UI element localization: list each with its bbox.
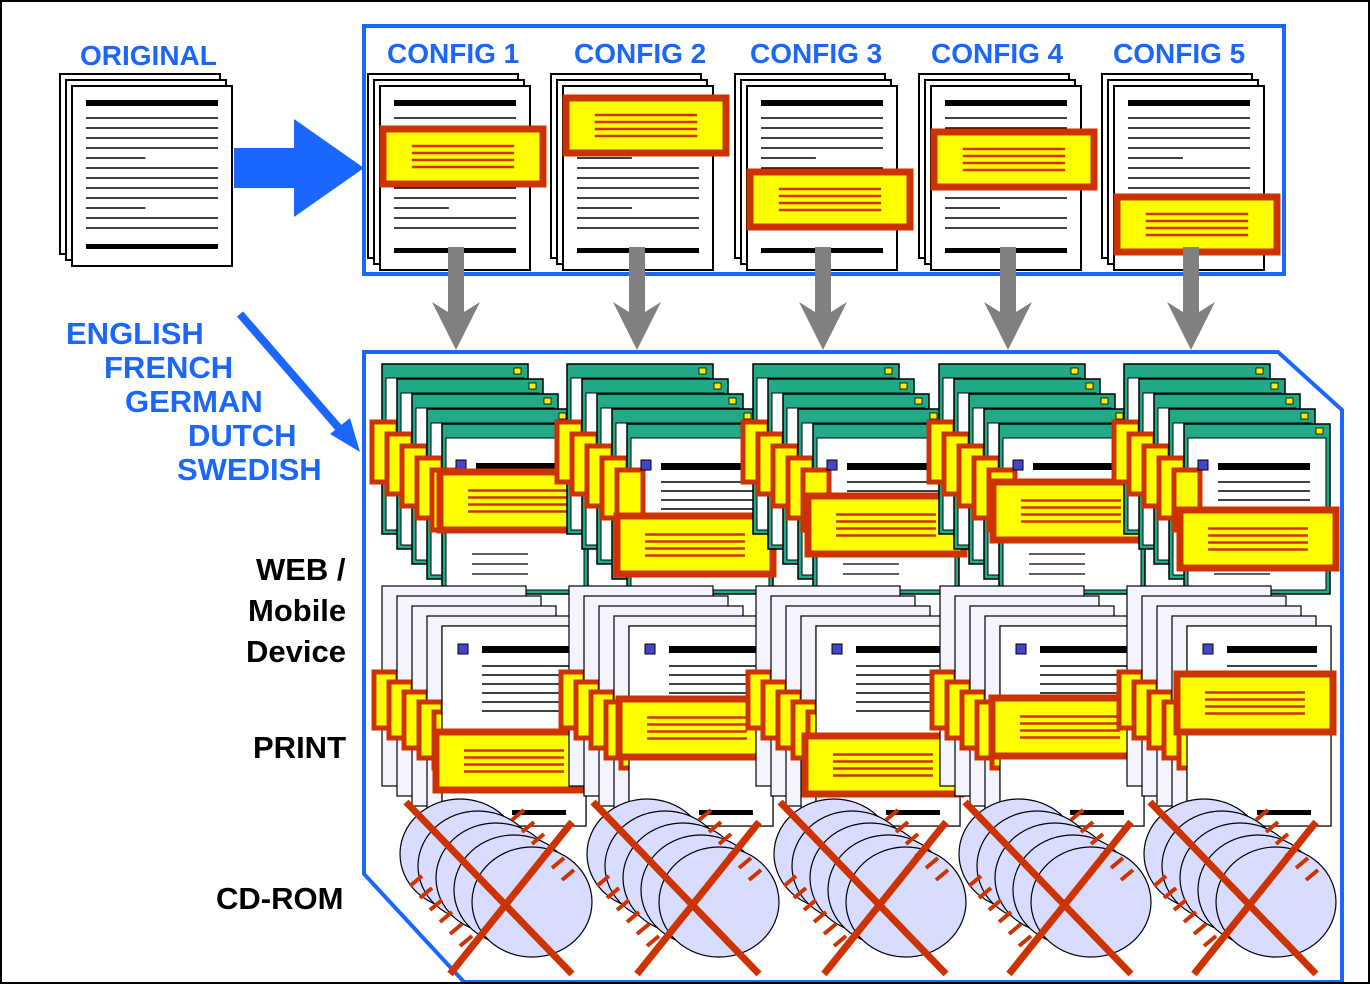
cdrom-stack-2 (586, 798, 780, 977)
config-5-down-arrow (1167, 247, 1215, 350)
config-2-document (550, 73, 730, 271)
cross-out-icon (403, 799, 575, 977)
output-web-line2: Mobile (248, 593, 347, 628)
print-stack-5 (1116, 585, 1337, 827)
cdrom-stack-4 (958, 798, 1152, 977)
language-german: GERMAN (125, 384, 263, 419)
print-stack-2 (558, 585, 779, 827)
cross-out-icon (590, 799, 762, 977)
config-4-document (918, 73, 1098, 271)
cdrom-stack-1 (399, 798, 593, 977)
print-stack-4 (929, 585, 1152, 827)
original-to-configs-arrow (234, 119, 364, 217)
cross-out-icon (447, 819, 575, 977)
cross-out-icon (1147, 799, 1319, 977)
config-5-document (1101, 73, 1281, 271)
cross-out-icon (1191, 819, 1319, 977)
config-1-label: CONFIG 1 (387, 38, 520, 69)
original-document-stack (59, 73, 233, 267)
config-3-document (734, 73, 914, 271)
cdrom-stack-5 (1143, 798, 1337, 977)
web-stack-5 (1111, 363, 1340, 595)
cross-out-icon (634, 819, 762, 977)
web-stack-1 (369, 363, 600, 595)
config-4-label: CONFIG 4 (931, 38, 1064, 69)
cross-out-icon (1006, 819, 1134, 977)
cdrom-stack-3 (773, 798, 967, 977)
web-stack-4 (926, 363, 1153, 595)
config-4-down-arrow (984, 247, 1032, 350)
config-1-down-arrow (432, 247, 480, 350)
config-5-label: CONFIG 5 (1113, 38, 1246, 69)
outputs-panel (362, 350, 1344, 982)
output-web-line3: Device (246, 634, 346, 669)
output-web-line1: WEB / (256, 552, 346, 587)
language-swedish: SWEDISH (177, 452, 322, 487)
language-english: ENGLISH (66, 316, 204, 351)
config-2-label: CONFIG 2 (574, 38, 707, 69)
output-print: PRINT (253, 730, 346, 765)
language-french: FRENCH (104, 350, 234, 385)
config-2-down-arrow (613, 247, 661, 350)
print-stack-3 (745, 585, 965, 827)
web-stack-2 (554, 363, 777, 595)
print-stack-1 (371, 585, 596, 827)
cross-out-icon (821, 819, 949, 977)
config-3-down-arrow (799, 247, 847, 350)
cross-out-icon (777, 799, 949, 977)
original-label: ORIGINAL (80, 40, 217, 71)
config-3-label: CONFIG 3 (750, 38, 883, 69)
cross-out-icon (962, 799, 1134, 977)
output-cdrom: CD-ROM (216, 881, 344, 916)
language-dutch: DUTCH (188, 418, 297, 453)
config-1-document (367, 73, 547, 271)
languages-arrow (236, 311, 360, 452)
